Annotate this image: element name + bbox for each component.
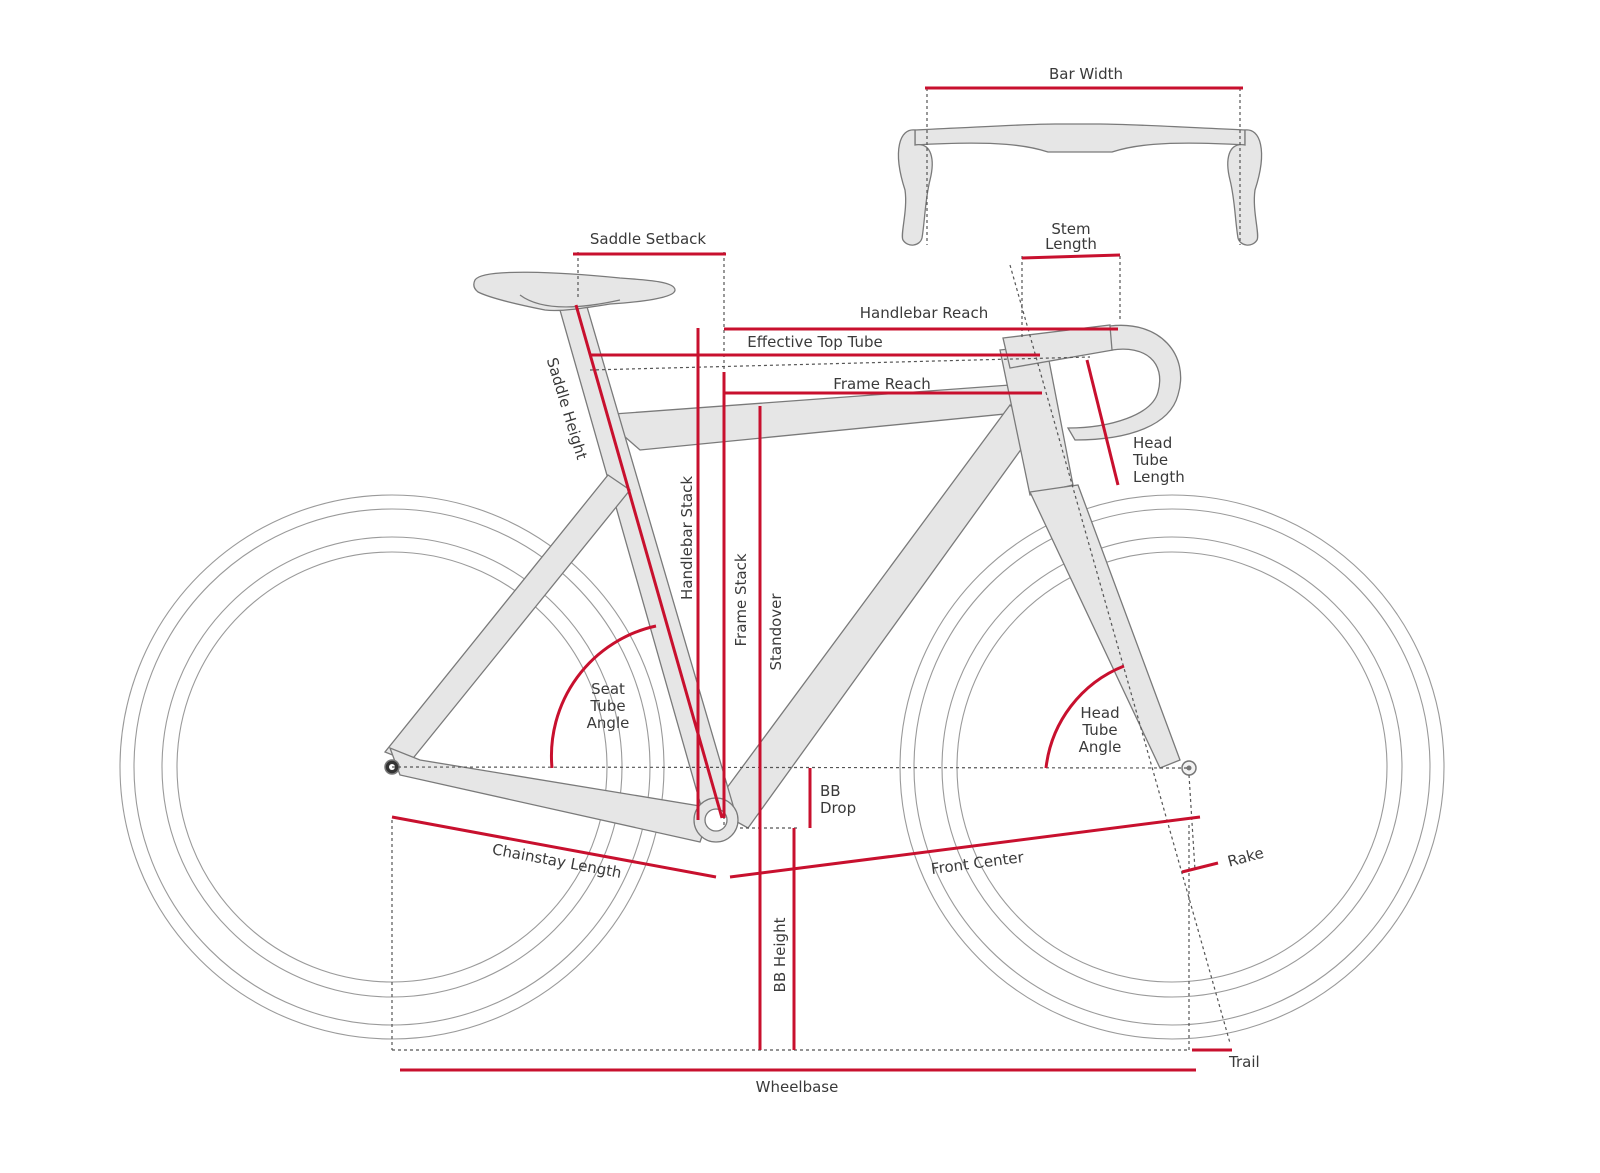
saddle	[473, 271, 676, 312]
head-tube-length-line	[1085, 359, 1120, 486]
head-tube-length-label-line3: Length	[1133, 468, 1185, 486]
chainstay-length-line	[391, 815, 717, 879]
rake-line	[1181, 861, 1219, 874]
head-tube-angle-label-line1: Head	[1080, 704, 1119, 722]
trail-label: Trail	[1228, 1053, 1260, 1071]
front-center-line	[729, 815, 1201, 879]
seat-tube-angle-label-line1: Seat	[591, 680, 625, 698]
stem-length-line	[1021, 253, 1121, 260]
bb-drop-label-line1: BB	[820, 782, 841, 800]
frame-stack-label: Frame Stack	[732, 553, 750, 646]
saddle-setback-label: Saddle Setback	[590, 230, 707, 248]
bb-drop-label-line2: Drop	[820, 799, 856, 817]
frame-reach-label: Frame Reach	[833, 375, 930, 393]
reference-dashed-lines	[391, 88, 1241, 1051]
front-center-label: Front Center	[930, 848, 1026, 878]
stem-length-label-line2: Length	[1045, 235, 1097, 253]
bike-frame	[383, 299, 1197, 843]
measurement-lines	[391, 86, 1243, 1072]
rake-label: Rake	[1226, 844, 1266, 871]
head-tube-length-label-line1: Head	[1133, 434, 1172, 452]
handlebar-reach-label: Handlebar Reach	[860, 304, 988, 322]
handlebar-front-view	[897, 123, 1263, 246]
seat-tube-angle-label-line2: Tube	[589, 697, 625, 715]
bb-height-label: BB Height	[771, 917, 789, 992]
head-tube-angle-label-line2: Tube	[1081, 721, 1117, 739]
labels: Bar Width Stem Length Saddle Setback Han…	[491, 65, 1266, 1096]
standover-label: Standover	[767, 593, 785, 671]
stem-length-label-line1: Stem	[1051, 220, 1090, 238]
head-tube-angle-arc	[1044, 664, 1125, 769]
wheelbase-label: Wheelbase	[756, 1078, 839, 1096]
head-tube-length-label-line2: Tube	[1132, 451, 1168, 469]
seat-tube-angle-arc	[549, 624, 657, 769]
seat-tube-angle-label-line3: Angle	[587, 714, 630, 732]
bar-width-label: Bar Width	[1049, 65, 1123, 83]
handlebar-stack-label: Handlebar Stack	[678, 476, 696, 600]
head-tube-angle-label-line3: Angle	[1079, 738, 1122, 756]
effective-top-tube-label: Effective Top Tube	[747, 333, 882, 351]
front-wheel	[899, 494, 1445, 1040]
